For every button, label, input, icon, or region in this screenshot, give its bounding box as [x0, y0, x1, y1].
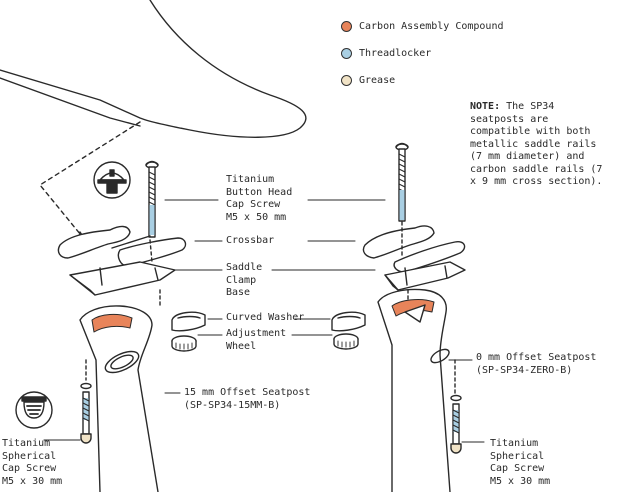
left-top-screw [145, 160, 159, 238]
right-spherical-screw-label: Titanium Spherical Cap Screw M5 x 30 mm [490, 438, 551, 487]
left-curved-washer [171, 311, 206, 332]
legend-carbon-label: Carbon Assembly Compound [359, 21, 504, 32]
left-spherical-screw-label: Titanium Spherical Cap Screw M5 x 30 mm [2, 438, 63, 487]
right-top-screw [395, 142, 409, 222]
clamp-base-label: Saddle Clamp Base [226, 262, 263, 298]
curved-washer-label: Curved Washer [226, 312, 305, 323]
left-bottom-screw [80, 382, 92, 444]
left-crossbar-assembly [57, 225, 187, 296]
right-bottom-screw [450, 394, 462, 454]
legend-grease-label: Grease [359, 75, 396, 86]
button-head-detail-icon [93, 161, 131, 199]
note-prefix: NOTE: [470, 101, 501, 112]
grease-swatch [341, 75, 352, 86]
right-seatpost [377, 288, 451, 492]
left-adjustment-wheel [171, 335, 197, 352]
carbon-compound-swatch [341, 21, 352, 32]
threadlocker-swatch [341, 48, 352, 59]
legend-threadlocker-label: Threadlocker [359, 48, 432, 59]
top-screw-label: Titanium Button Head Cap Screw M5 x 50 m… [226, 174, 293, 223]
seatpost-0-label: 0 mm Offset Seatpost (SP-SP34-ZERO-B) [476, 352, 597, 376]
spherical-cap-detail-icon [15, 391, 53, 429]
adjustment-wheel-label: Adjustment Wheel [226, 328, 287, 352]
left-seatpost [79, 305, 159, 492]
right-curved-washer [331, 311, 366, 332]
saddle-illustration [0, 0, 307, 138]
seatpost-15-label: 15 mm Offset Seatpost (SP-SP34-15MM-B) [184, 387, 311, 411]
note-text: The SP34 seatposts are compatible with b… [470, 101, 603, 187]
compatibility-note: NOTE: The SP34 seatposts are compatible … [470, 101, 610, 189]
crossbar-label: Crossbar [226, 235, 275, 246]
right-adjustment-wheel [333, 333, 359, 350]
right-crossbar-assembly [362, 225, 466, 291]
